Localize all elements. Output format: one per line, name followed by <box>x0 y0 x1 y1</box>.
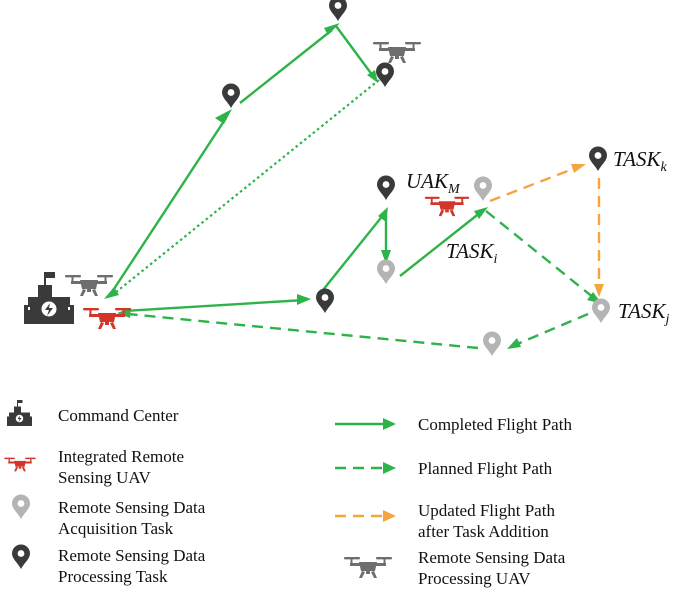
path-center-to-pin-d <box>123 298 306 313</box>
planned-task-j-to-pin-g <box>514 312 589 347</box>
legend-planned-path: Planned Flight Path <box>418 459 553 478</box>
legend-processing-uav: Remote Sensing Data Processing UAV <box>418 548 570 588</box>
legend: Command Center Integrated Remote Sensing… <box>4 400 572 588</box>
completed-arrowheads <box>104 23 488 305</box>
path-center-to-pin-a <box>110 117 228 293</box>
red-drone-icon <box>4 457 36 472</box>
path-pin-a-to-pin-b <box>239 29 333 104</box>
updated-paths <box>489 165 601 288</box>
task-k-pin <box>589 146 607 171</box>
gray-drone-icon <box>344 557 392 578</box>
arrowhead <box>383 418 396 430</box>
processing-task-pin <box>222 83 240 108</box>
path-pin-f-to-uak <box>399 211 482 277</box>
updated-arrowheads <box>571 164 604 297</box>
path-pin-d-to-pin-e <box>322 213 385 291</box>
arrowhead <box>297 294 311 305</box>
task-j-pin <box>592 298 610 323</box>
acquisition-task-pin <box>377 259 395 284</box>
processing-uav-top <box>373 42 421 63</box>
integrated-uav-uak <box>424 196 470 217</box>
arrowhead <box>594 284 604 297</box>
arrowhead <box>215 109 232 124</box>
arrowhead <box>507 338 521 349</box>
task-i-label: TASKi <box>446 239 497 267</box>
legend-updated-path: Updated Flight Path after Task Addition <box>418 501 559 541</box>
path-pin-b-to-pin-c <box>335 25 374 77</box>
legend-command-center: Command Center <box>58 406 179 425</box>
planned-paths <box>127 210 595 350</box>
uak-pin <box>474 176 492 201</box>
arrowhead <box>104 287 119 299</box>
arrowhead <box>381 250 391 264</box>
legend-completed-path: Completed Flight Path <box>418 415 572 434</box>
processing-task-pin <box>376 62 394 87</box>
task-k-label: TASKk <box>613 147 667 175</box>
arrowhead <box>324 23 340 35</box>
arrowhead <box>571 164 586 173</box>
acquisition-task-pin <box>483 331 501 356</box>
planned-uak-to-task-j <box>485 210 595 299</box>
arrowhead <box>378 207 388 222</box>
dotted-return-path <box>109 79 380 298</box>
arrowhead <box>474 207 488 219</box>
uak-label: UAKM <box>406 169 461 197</box>
legend-processing-task: Remote Sensing Data Processing Task <box>58 546 210 586</box>
building-icon <box>7 400 32 426</box>
processing-uav-at-center <box>65 275 113 296</box>
processing-task-pin <box>316 288 334 313</box>
task-j-label: TASKj <box>618 299 669 327</box>
integrated-uav-at-center <box>83 308 131 329</box>
light-pin-icon <box>12 494 30 519</box>
planned-pin-g-to-uav <box>127 312 479 350</box>
arrowhead <box>383 462 396 474</box>
legend-acquisition-task: Remote Sensing Data Acquisition Task <box>58 498 210 538</box>
arrowhead <box>367 70 378 83</box>
command-center-building <box>24 272 74 324</box>
processing-task-pin <box>329 0 347 21</box>
legend-integrated-uav: Integrated Remote Sensing UAV <box>58 447 188 487</box>
processing-task-pin <box>377 175 395 200</box>
arrowhead <box>383 510 396 522</box>
dark-pin-icon <box>12 544 30 569</box>
updated-uak-to-task-k <box>489 165 579 203</box>
